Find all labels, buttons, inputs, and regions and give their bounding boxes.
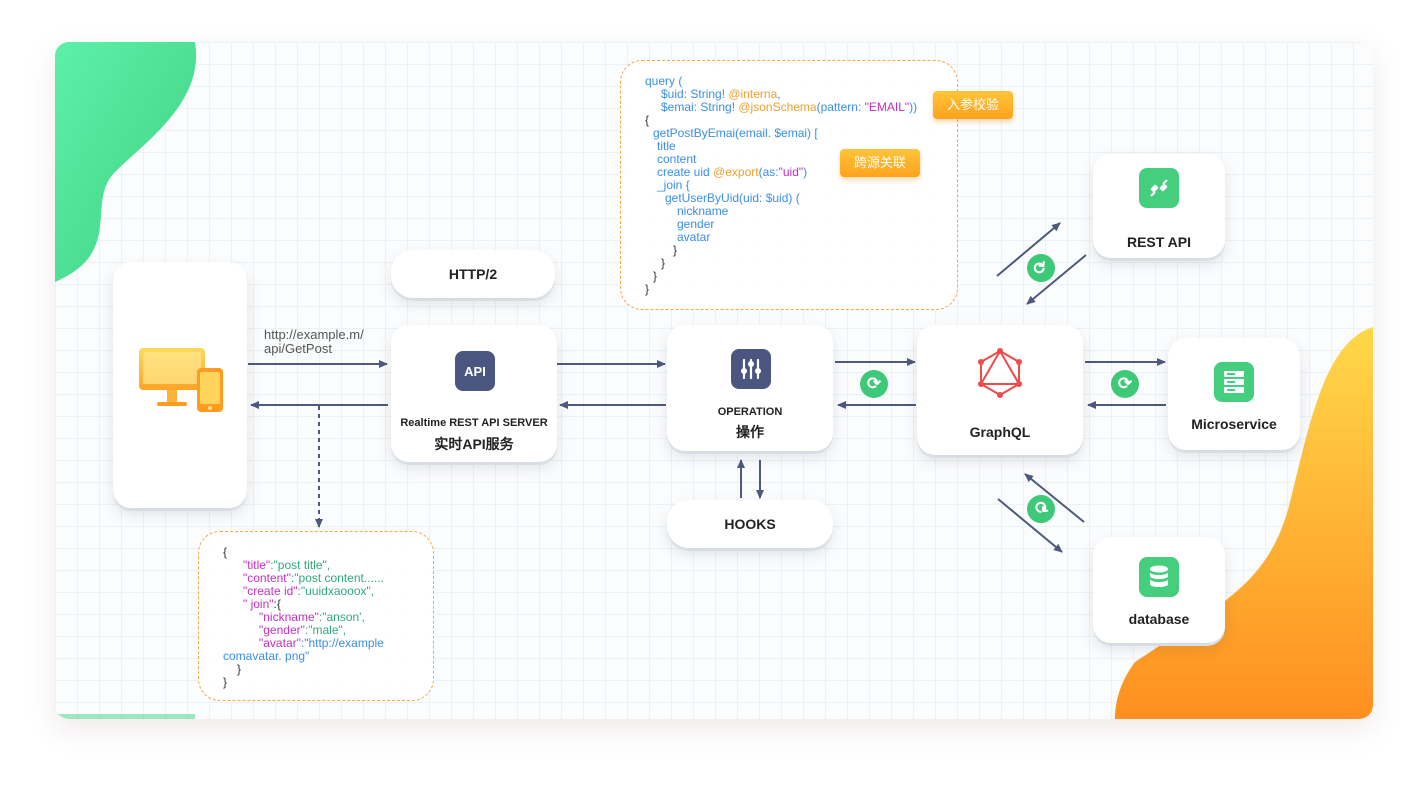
response-line: "avatar":"http://example [259,636,384,650]
client-card[interactable] [113,262,247,508]
query-line: } [653,269,658,283]
diagram-canvas: http://example.m/ api/GetPost HTTP/2 API… [55,42,1373,719]
database-label: database [1128,611,1190,627]
graphql-card[interactable]: GraphQL [917,325,1083,455]
arrow-rest-to-graphql [1026,254,1087,305]
graphql-label: GraphQL [969,424,1031,440]
api-server-cn-label: 实时API服务 [434,436,514,452]
connector-arrows [248,222,1166,553]
query-line: getPostByEmai(email. $emai) [ [653,126,818,140]
query-line: title [657,139,676,153]
api-server-card[interactable]: API Realtime REST API SERVER 实时API服务 [391,325,557,462]
query-line: } [645,282,650,296]
monitor-icon [139,348,223,412]
database-card[interactable]: database [1093,537,1225,643]
arrow-database-to-graphql [1024,473,1085,523]
graphql-icon [978,348,1022,398]
rest-api-card[interactable]: REST API [1093,154,1225,258]
query-line: _join { [657,178,690,192]
query-line: $emai: String! @jsonSchema(pattern: "EMA… [661,100,918,114]
response-line: "content":"post content...... [243,571,384,585]
operation-card[interactable]: OPERATION 操作 [667,325,833,451]
sync-icon: ⟳ [860,370,888,398]
request-url-label: http://example.m/ api/GetPost [264,328,364,356]
database-icon [1139,557,1179,597]
plug-icon [1139,168,1179,208]
response-line: } [237,662,242,676]
http2-label: HTTP/2 [448,266,498,282]
response-line: comavatar. png" [223,649,310,663]
query-code-box: query ( $uid: String! @interna, $emai: S… [620,60,958,310]
response-line: "nickname":"anson', [259,610,365,624]
api-icon: API [455,351,495,391]
http2-card[interactable]: HTTP/2 [391,250,555,298]
hooks-card[interactable]: HOOKS [667,500,833,548]
background-decoration [55,42,1373,719]
orange-blob [1115,327,1373,719]
response-line: "gender":"male", [259,623,347,637]
api-icon-text: API [464,363,486,379]
response-line: " join":{ [243,597,281,611]
server-icon [1214,362,1254,402]
response-line: } [223,675,228,689]
hooks-label: HOOKS [724,516,776,532]
query-line: avatar [677,230,711,244]
query-line: { [645,113,650,127]
query-line: gender [677,217,715,231]
left-bottom-green-edge [55,714,195,719]
operation-sliders-icon [731,349,771,389]
operation-cn-label: 操作 [736,424,764,440]
query-line: } [661,256,666,270]
query-line: query ( [645,74,683,88]
operation-en-label: OPERATION [717,406,783,418]
request-url-line-2: api/GetPost [264,341,332,356]
api-server-en-label: Realtime REST API SERVER [400,417,548,429]
request-url-line-1: http://example.m/ [264,327,364,342]
response-code-box: { "title":"post title", "content":"post … [198,531,434,701]
cross-source-tag: 跨源关联 [840,149,921,177]
response-line: "create id":"uuidxaooox", [243,584,375,598]
microservice-card[interactable]: Microservice [1168,338,1300,450]
query-line: $uid: String! @interna, [661,87,781,101]
microservice-label: Microservice [1191,416,1277,432]
arrow-graphql-to-database [997,498,1063,553]
param-validation-tag: 入参校验 [933,91,1014,119]
query-line: } [673,243,678,257]
response-line: { [223,545,228,559]
sync-icon: ⟳ [1111,370,1139,398]
rest-api-label: REST API [1126,234,1192,250]
query-line: getUserByUid(uid: $uid) ( [665,191,800,205]
green-blob [55,42,197,282]
query-line: content [657,152,697,166]
arrow-graphql-to-rest [996,222,1061,277]
response-line: "title":"post title", [243,558,331,572]
query-line: create uid @export(as:"uid") [657,165,808,179]
query-line: nickname [677,204,729,218]
